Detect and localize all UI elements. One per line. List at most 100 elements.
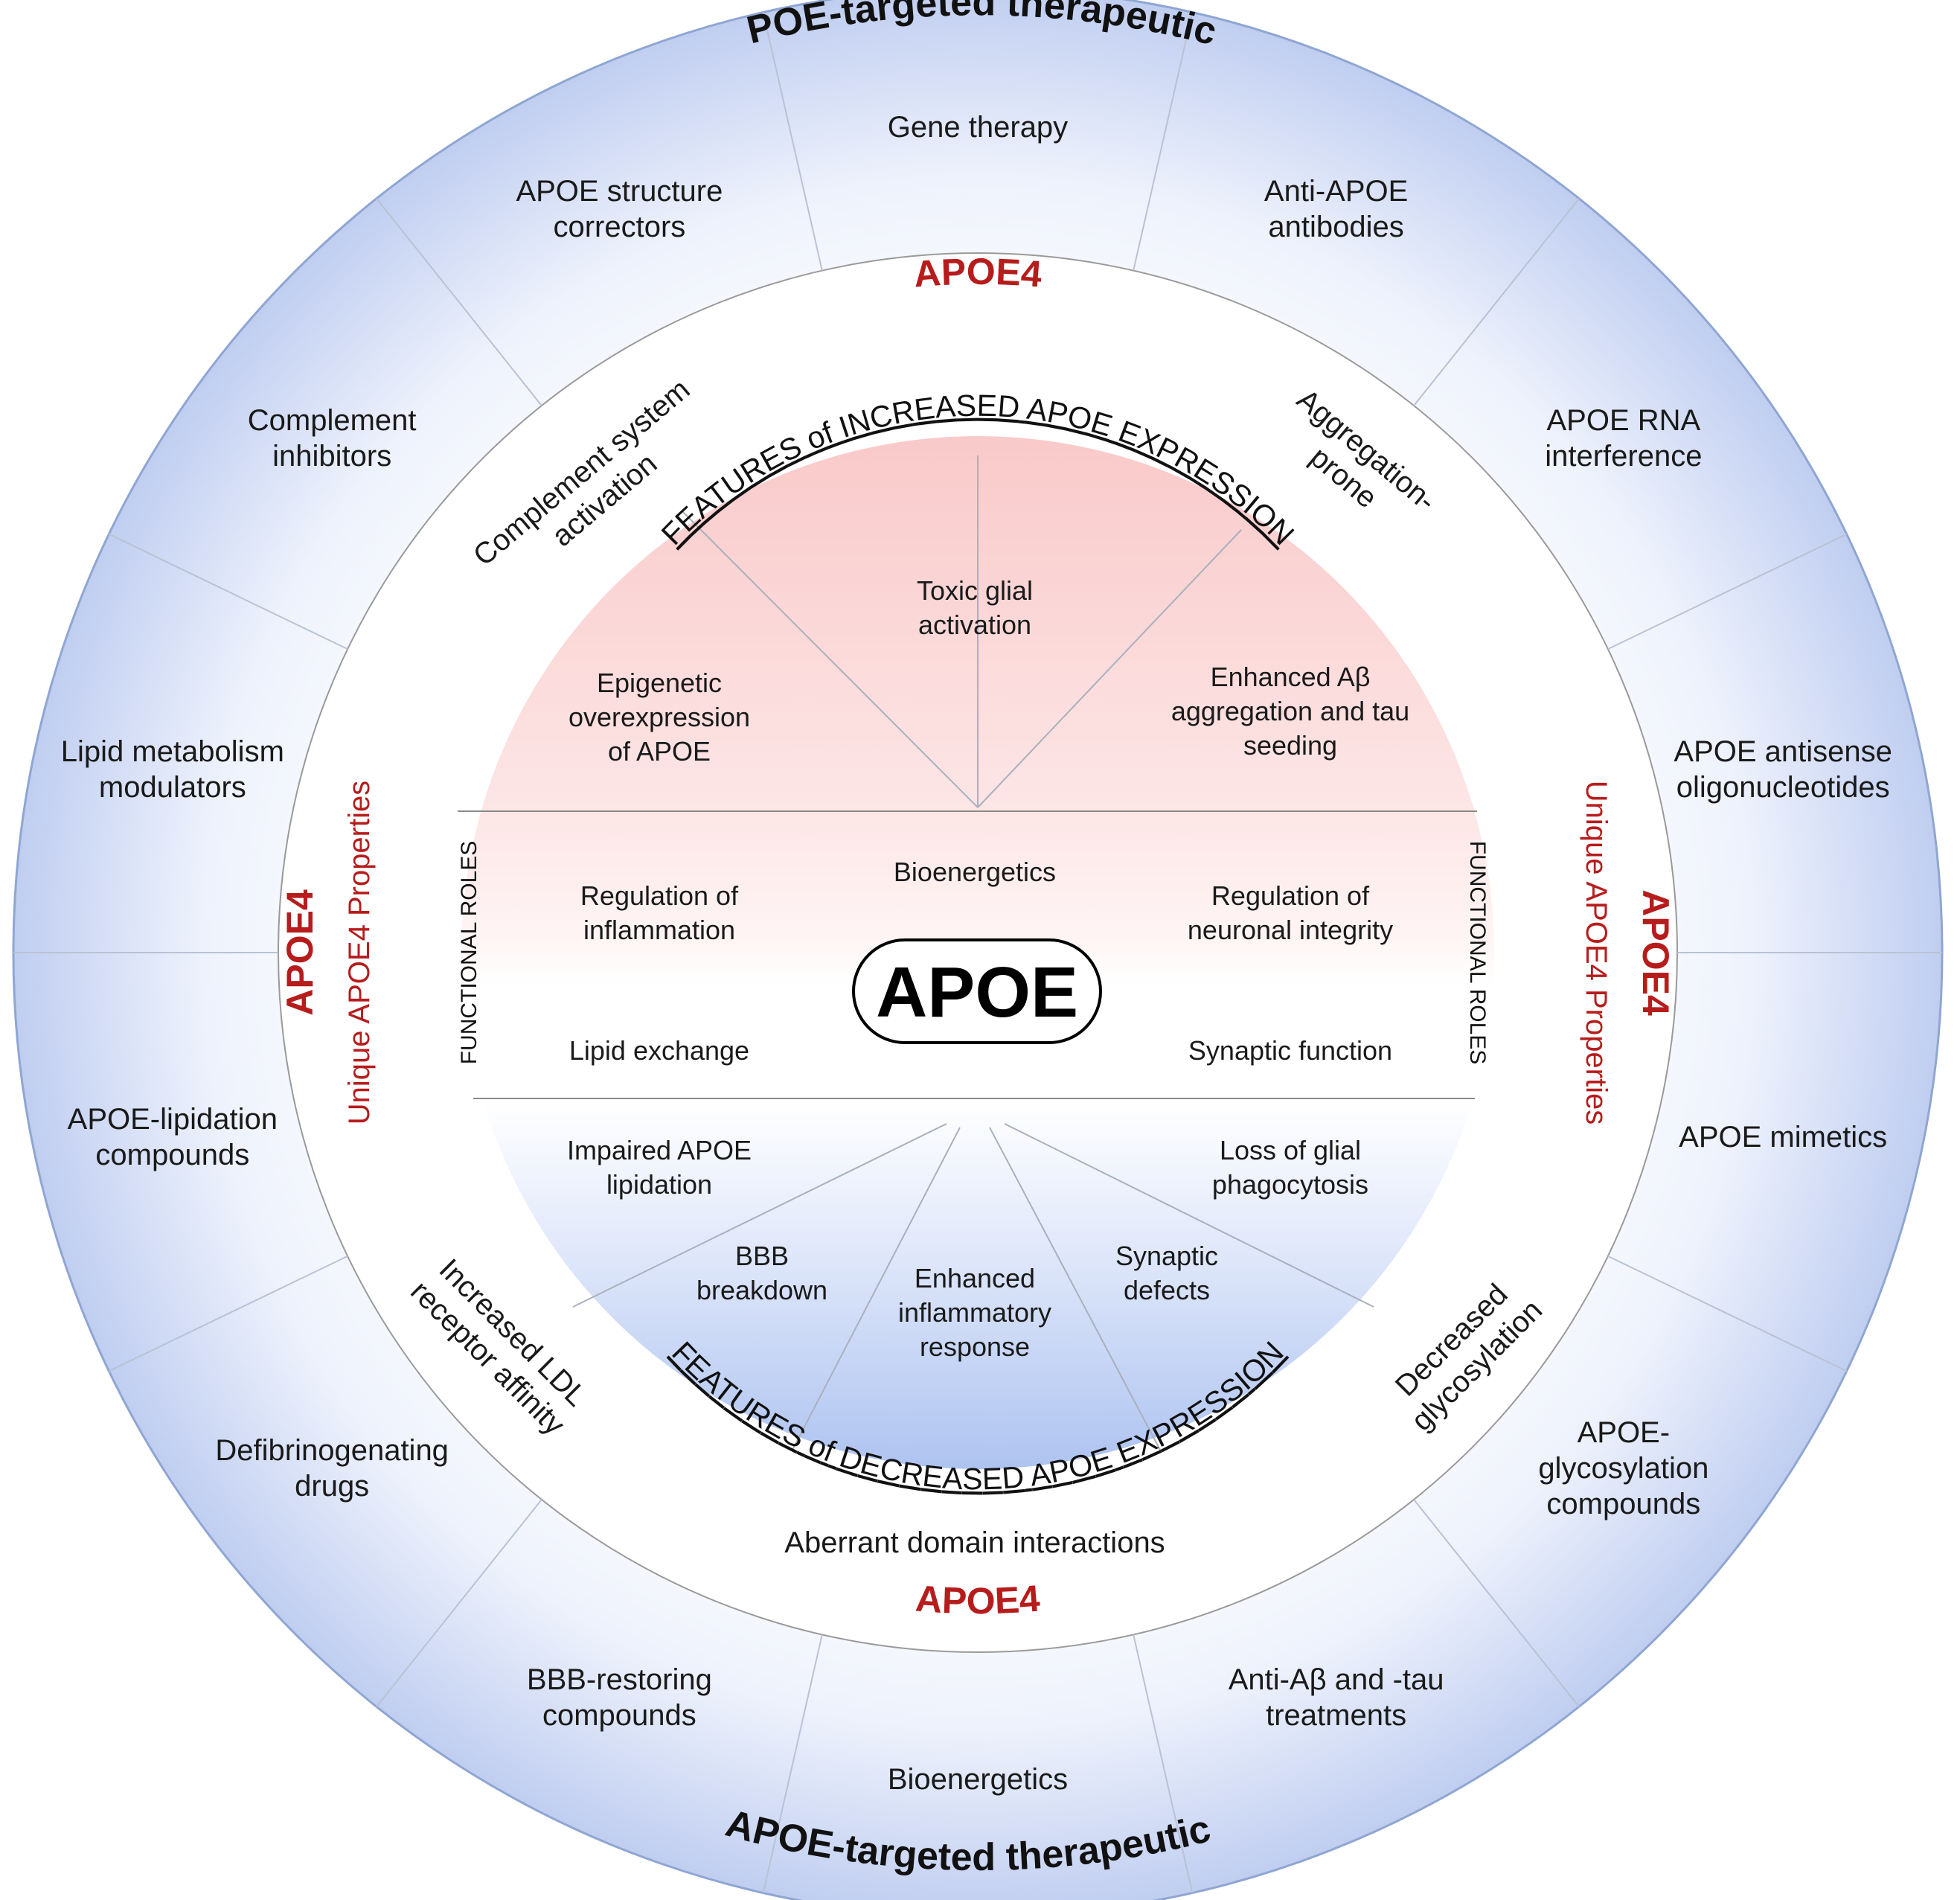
therapeutic-item-line: inhibitors: [272, 440, 391, 473]
therapeutics-divider: [108, 533, 348, 650]
therapeutic-item: Gene therapy: [888, 111, 1068, 144]
bbb-breakdown: BBB breakdown: [696, 1241, 827, 1305]
apoe-center-pill: [852, 938, 1102, 1044]
unique-properties-left: Unique APOE4 Properties: [343, 781, 376, 1125]
decreased-spoke-3: [989, 1127, 1162, 1452]
svg-text:response: response: [920, 1331, 1030, 1362]
therapeutic-item-line: Defibrinogenating: [215, 1434, 449, 1467]
therapeutic-item-line: Anti-Aβ and -tau: [1229, 1663, 1444, 1696]
regulation-of-inflammation: Regulation of inflammation: [580, 880, 739, 945]
therapeutic-item: Bioenergetics: [888, 1763, 1068, 1796]
therapeutics-divider: [1607, 1255, 1848, 1372]
therapeutic-item-line: BBB-restoring: [527, 1663, 712, 1696]
svg-text:overexpression: overexpression: [569, 702, 750, 732]
svg-text:aggregation and tau: aggregation and tau: [1171, 696, 1409, 726]
therapeutic-item-line: APOE-lipidation: [68, 1103, 278, 1136]
therapeutic-item-line: Bioenergetics: [888, 1763, 1068, 1796]
therapeutic-item-line: APOE structure: [516, 175, 723, 208]
apoe4-right-group: APOE4 Unique APOE4 Properties: [1580, 781, 1676, 1125]
toxic-glial-activation: Toxic glial activation: [917, 575, 1033, 640]
therapeutics-divider: [1413, 198, 1580, 406]
therapeutics-divider: [1413, 1499, 1580, 1707]
regulation-of-neuronal-integrity: Regulation of neuronal integrity: [1188, 880, 1393, 945]
svg-text:inflammation: inflammation: [583, 915, 735, 945]
therapeutics-divider: [1607, 533, 1848, 650]
therapeutic-item-line: oligonucleotides: [1676, 771, 1890, 804]
epigenetic-overexpression: Epigenetic overexpression of APOE: [569, 668, 750, 767]
apoe-center-label: APOE: [876, 953, 1078, 1032]
svg-text:neuronal integrity: neuronal integrity: [1188, 915, 1393, 945]
therapeutic-item-line: compounds: [1546, 1488, 1700, 1520]
therapeutics-divider: [108, 1255, 348, 1372]
synaptic-function: Synaptic function: [1188, 1035, 1392, 1066]
therapeutic-item-line: antibodies: [1268, 211, 1403, 243]
therapeutic-item: APOE mimetics: [1679, 1121, 1887, 1154]
therapeutics-divider: [376, 198, 542, 406]
therapeutics-divider: [762, 1634, 823, 1893]
lipid-exchange: Lipid exchange: [569, 1035, 749, 1066]
increased-spoke-right: [977, 529, 1242, 808]
therapeutic-item-line: drugs: [295, 1470, 369, 1503]
therapeutic-item-line: APOE RNA: [1546, 404, 1700, 437]
therapeutic-item-line: Complement: [248, 404, 417, 437]
bioenergetics-role: Bioenergetics: [894, 857, 1056, 887]
increased-spoke-left: [682, 511, 979, 808]
therapeutic-item-line: interference: [1545, 440, 1702, 473]
svg-text:phagocytosis: phagocytosis: [1212, 1169, 1368, 1200]
therapeutic-item-line: Lipid metabolism: [61, 735, 284, 768]
apoe4-left-group: APOE4 Unique APOE4 Properties: [279, 781, 376, 1125]
decreased-spoke-1: [572, 1123, 947, 1308]
svg-text:lipidation: lipidation: [606, 1169, 712, 1200]
therapeutics-dividers: [13, 12, 1942, 1893]
therapeutic-item-line: modulators: [99, 771, 246, 804]
svg-text:Enhanced Aβ: Enhanced Aβ: [1211, 662, 1371, 692]
decreased-spoke-2: [791, 1127, 961, 1452]
decreased-spoke-4: [1004, 1123, 1374, 1308]
therapeutic-item-line: APOE mimetics: [1679, 1121, 1887, 1154]
therapeutics-divider: [1133, 1634, 1194, 1893]
svg-text:Regulation of: Regulation of: [580, 880, 739, 911]
therapeutic-item-line: APOE antisense: [1674, 735, 1892, 768]
svg-text:Toxic glial: Toxic glial: [917, 575, 1033, 606]
svg-text:BBB: BBB: [735, 1241, 789, 1271]
therapeutic-item-line: correctors: [553, 211, 685, 243]
therapeutics-divider: [376, 1499, 542, 1707]
therapeutic-item-line: compounds: [95, 1139, 249, 1171]
svg-text:of APOE: of APOE: [608, 736, 711, 767]
therapeutic-item-line: Anti-APOE: [1264, 175, 1408, 208]
therapeutics-divider: [1133, 12, 1194, 271]
svg-text:inflammatory: inflammatory: [898, 1297, 1051, 1328]
apoe4-label-right: APOE4: [1635, 889, 1676, 1016]
enhanced-abeta-aggregation: Enhanced Aβ aggregation and tau seeding: [1171, 662, 1409, 761]
aberrant-domain-interactions: Aberrant domain interactions: [784, 1526, 1165, 1559]
svg-text:defects: defects: [1124, 1275, 1210, 1305]
svg-text:seeding: seeding: [1243, 730, 1337, 761]
svg-text:activation: activation: [918, 610, 1031, 640]
unique-properties-right: Unique APOE4 Properties: [1580, 781, 1612, 1125]
enhanced-inflammatory-response: Enhanced inflammatory response: [898, 1263, 1051, 1362]
svg-text:Epigenetic: Epigenetic: [597, 668, 722, 698]
therapeutic-item-line: Gene therapy: [888, 111, 1068, 144]
therapeutic-item-line: APOE-: [1578, 1416, 1670, 1449]
synaptic-defects: Synaptic defects: [1115, 1241, 1218, 1305]
functional-roles-left: FUNCTIONAL ROLES: [457, 841, 481, 1065]
svg-text:Synaptic: Synaptic: [1115, 1241, 1218, 1271]
apoe4-label-bottom: APOE4: [915, 1577, 1042, 1622]
svg-text:Enhanced: Enhanced: [915, 1263, 1035, 1293]
svg-text:breakdown: breakdown: [696, 1275, 827, 1305]
therapeutic-item-line: glycosylation: [1538, 1452, 1708, 1485]
svg-text:Loss of glial: Loss of glial: [1220, 1135, 1361, 1165]
